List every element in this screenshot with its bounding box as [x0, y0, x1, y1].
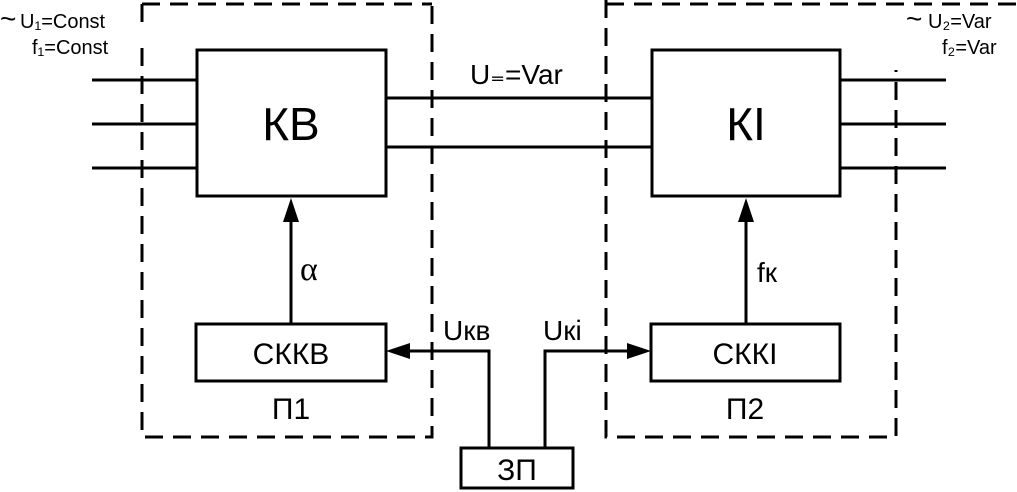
output-voltage-label: U₂=Var: [928, 11, 992, 33]
uki-label: Uкі: [543, 315, 582, 346]
alpha-label: α: [300, 251, 318, 288]
inverter-label: КІ: [726, 98, 766, 150]
alpha-arrow-head: [283, 198, 299, 222]
converter-block: [195, 48, 388, 198]
group-p2-boundary: [604, 0, 898, 439]
uki-signal-line: [543, 349, 629, 448]
converter-label: КВ: [262, 98, 319, 150]
output-tilde: ~: [906, 3, 922, 34]
ukv-signal-line: [408, 349, 491, 448]
group-p1-label: П1: [272, 393, 310, 426]
output-frequency-label: f₂=Var: [942, 37, 997, 59]
inverter-control-block: [649, 322, 842, 383]
setpoint-block: [459, 446, 575, 490]
uki-arrow-head: [627, 343, 651, 359]
setpoint-label: ЗП: [497, 454, 537, 487]
ukv-arrow-head: [386, 343, 410, 359]
input-frequency-label: f₁=Const: [32, 37, 109, 59]
fk-label: fк: [757, 257, 778, 288]
input-voltage-label: U₁=Const: [20, 11, 106, 33]
dc-link-label: U₌=Var: [470, 59, 563, 90]
group-p1-boundary: [140, 0, 434, 439]
inverter-control-label: СККІ: [713, 338, 778, 371]
group-p2-label: П2: [726, 393, 764, 426]
ukv-label: Uкв: [443, 315, 490, 346]
input-tilde: ~: [0, 3, 16, 34]
converter-control-label: СККВ: [253, 338, 330, 371]
converter-control-block: [194, 322, 388, 383]
inverter-block: [650, 48, 842, 198]
fk-arrow-head: [738, 198, 754, 222]
